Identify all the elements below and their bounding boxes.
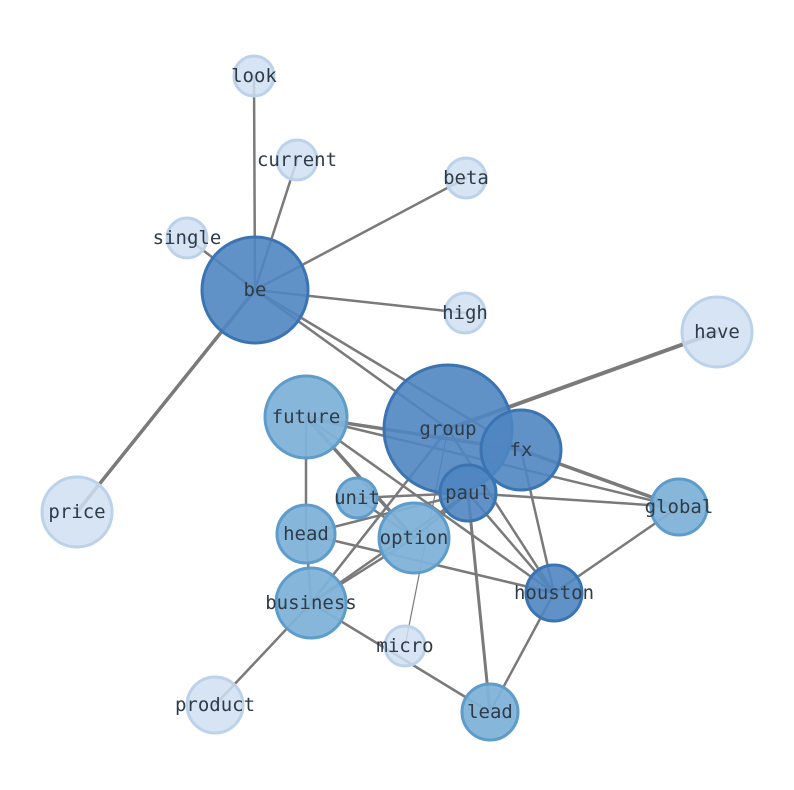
- edge-future-houston: [304, 415, 556, 595]
- node-circle-unit: [335, 476, 379, 520]
- node-have: have: [680, 295, 754, 369]
- node-label-have: have: [694, 321, 740, 343]
- node-label-houston: houston: [514, 582, 594, 604]
- node-group: group: [382, 363, 514, 495]
- node-paul: paul: [438, 463, 498, 523]
- node-be: be: [200, 235, 310, 345]
- node-circle-current: [275, 138, 319, 182]
- node-future: future: [263, 374, 349, 460]
- node-circle-head: [275, 503, 337, 565]
- node-circle-lead: [460, 682, 520, 742]
- node-circle-fx: [479, 408, 563, 492]
- node-product: product: [175, 675, 255, 735]
- node-micro: micro: [376, 624, 434, 668]
- node-beta: beta: [443, 156, 489, 200]
- node-fx: fx: [479, 408, 563, 492]
- node-label-current: current: [257, 149, 337, 171]
- node-business: business: [265, 566, 357, 640]
- node-circle-single: [165, 216, 209, 260]
- node-label-micro: micro: [376, 635, 433, 657]
- node-label-beta: beta: [443, 167, 489, 189]
- node-circle-houston: [524, 563, 584, 623]
- node-circle-have: [680, 295, 754, 369]
- node-label-global: global: [645, 496, 714, 518]
- node-houston: houston: [514, 563, 594, 623]
- node-circle-be: [200, 235, 310, 345]
- node-option: option: [377, 501, 451, 575]
- node-current: current: [257, 138, 337, 182]
- node-label-price: price: [48, 501, 105, 523]
- node-look: look: [231, 54, 277, 98]
- node-label-future: future: [272, 406, 341, 428]
- node-circle-look: [232, 54, 276, 98]
- node-label-high: high: [442, 302, 488, 324]
- node-label-paul: paul: [445, 482, 491, 504]
- node-high: high: [442, 291, 488, 335]
- node-label-option: option: [380, 527, 449, 549]
- node-head: head: [275, 503, 337, 565]
- edge-paul-lead: [466, 491, 492, 714]
- node-label-product: product: [175, 694, 255, 716]
- node-circle-price: [40, 475, 114, 549]
- node-circle-future: [263, 374, 349, 460]
- node-label-head: head: [283, 523, 329, 545]
- node-label-lead: lead: [467, 701, 513, 723]
- node-label-business: business: [265, 592, 357, 614]
- node-circle-high: [443, 291, 487, 335]
- node-label-be: be: [244, 279, 267, 301]
- node-label-unit: unit: [334, 487, 380, 509]
- node-label-single: single: [153, 227, 222, 249]
- node-global: global: [645, 477, 714, 537]
- node-circle-global: [649, 477, 709, 537]
- node-circle-option: [377, 501, 451, 575]
- edge-paul-global: [466, 491, 681, 509]
- node-label-group: group: [419, 418, 476, 440]
- node-price: price: [40, 475, 114, 549]
- node-circle-beta: [444, 156, 488, 200]
- node-circle-micro: [383, 624, 427, 668]
- node-label-fx: fx: [510, 439, 533, 461]
- node-circle-business: [274, 566, 348, 640]
- node-single: single: [153, 216, 222, 260]
- node-circle-product: [185, 675, 245, 735]
- node-unit: unit: [334, 476, 380, 520]
- graph-nodes: look current beta single be high have group futu…: [40, 54, 754, 742]
- node-lead: lead: [460, 682, 520, 742]
- node-label-look: look: [231, 65, 277, 87]
- node-circle-paul: [438, 463, 498, 523]
